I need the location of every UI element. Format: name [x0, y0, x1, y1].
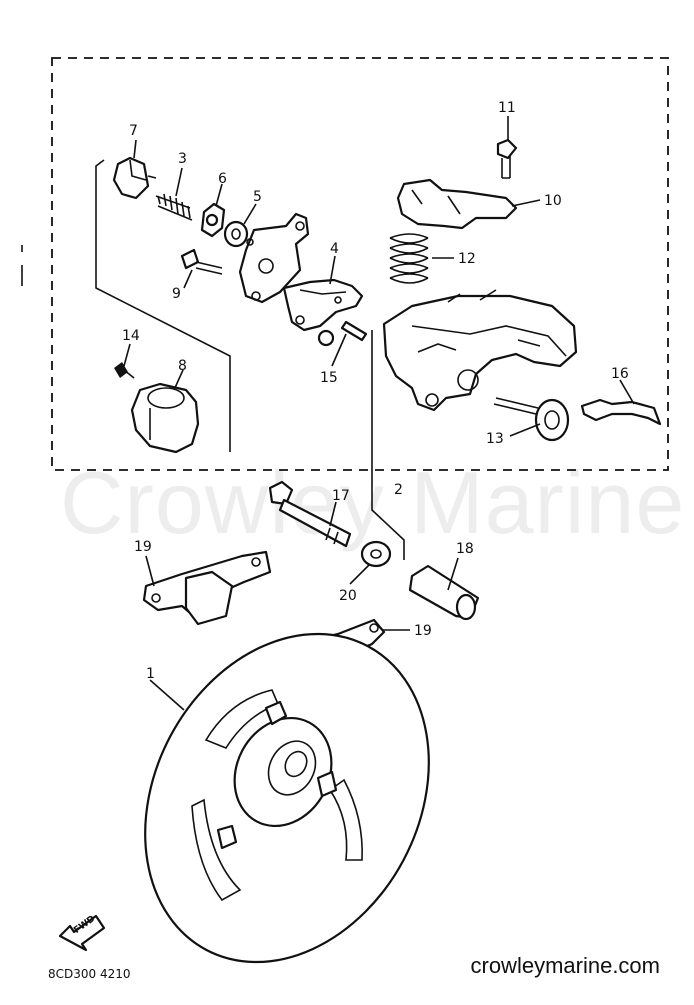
part-20-washer[interactable]	[360, 540, 392, 568]
part-2-reference-line	[371, 330, 405, 560]
callout-14: 14	[122, 328, 140, 344]
part-9-screw[interactable]	[180, 248, 223, 275]
callout-18: 18	[456, 541, 474, 557]
diagram-code: 8CD300 4210	[48, 967, 131, 981]
callout-12: 12	[458, 251, 476, 267]
callout-16: 16	[611, 366, 629, 382]
callout-20: 20	[339, 588, 357, 604]
callout-4: 4	[330, 241, 339, 257]
callout-2: 2	[394, 482, 403, 498]
part-8-cylinder[interactable]	[130, 382, 200, 454]
lever-plate[interactable]	[238, 212, 310, 304]
forward-arrow-icon	[58, 914, 106, 952]
part-10-bracket[interactable]	[396, 178, 518, 230]
callout-1: 1	[146, 666, 155, 682]
callout-3: 3	[178, 151, 187, 167]
part-19-bracket-left[interactable]	[142, 550, 272, 626]
part-16-link[interactable]	[580, 398, 662, 426]
part-4-cam[interactable]	[282, 278, 364, 332]
callout-15: 15	[320, 370, 338, 386]
part-17-bolt[interactable]	[268, 480, 352, 548]
callout-9: 9	[172, 286, 181, 302]
part-12-spring[interactable]	[389, 233, 429, 284]
callout-8: 8	[178, 358, 187, 374]
part-13-knob[interactable]	[493, 397, 570, 442]
callout-5: 5	[253, 189, 262, 205]
callout-7: 7	[129, 123, 138, 139]
part-1-brake-disc[interactable]	[90, 584, 485, 1005]
part-14-screw[interactable]	[114, 362, 135, 379]
subassembly-bracket	[95, 159, 231, 452]
callout-10: 10	[544, 193, 562, 209]
part-18-sleeve[interactable]	[408, 564, 480, 621]
part-7-knob[interactable]	[112, 156, 157, 200]
site-url: crowleymarine.com	[470, 953, 661, 978]
part-15-pin[interactable]	[317, 320, 368, 347]
callout-6: 6	[218, 171, 227, 187]
assembly-boundary	[51, 57, 669, 471]
part-5-washer[interactable]	[223, 220, 249, 248]
main-housing[interactable]	[382, 289, 578, 412]
callout-19-left: 19	[134, 539, 152, 555]
part-11-bolt[interactable]	[496, 138, 518, 179]
callout-13: 13	[486, 431, 504, 447]
part-3-spring[interactable]	[155, 193, 193, 221]
leader-lines	[123, 116, 635, 711]
callout-17: 17	[332, 488, 350, 504]
callout-19-right: 19	[414, 623, 432, 639]
part-6-cup[interactable]	[200, 202, 226, 238]
callout-11: 11	[498, 100, 516, 116]
